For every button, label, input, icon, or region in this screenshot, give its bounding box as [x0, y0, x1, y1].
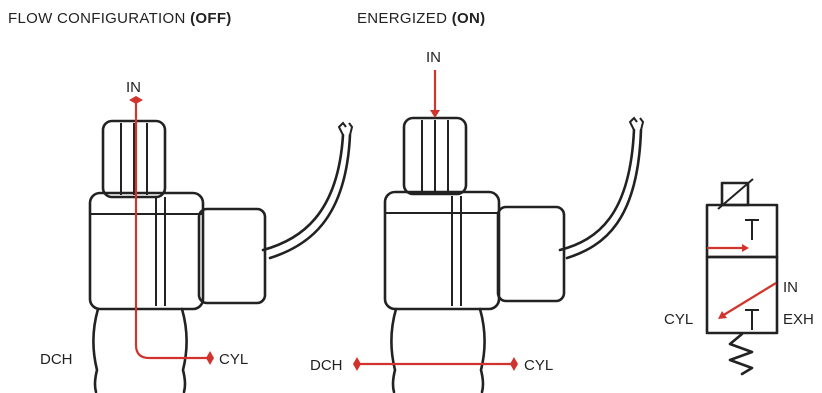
cyl-label-schematic: CYL	[664, 311, 693, 328]
port-on	[390, 307, 486, 393]
exh-label-schematic: EXH	[783, 311, 814, 328]
body-on	[383, 190, 501, 311]
title-off-prefix: FLOW CONFIGURATION	[8, 10, 186, 27]
in-arrowhead-on	[430, 110, 440, 118]
valve-schematic: IN CYL EXH	[664, 178, 814, 376]
valve-off: IN DCH CYL	[40, 79, 354, 393]
cyl-arrowhead-off	[206, 351, 214, 365]
body-off	[88, 191, 205, 311]
flow-path-off	[134, 102, 208, 360]
knob-off	[101, 119, 167, 199]
spring-symbol	[728, 332, 754, 376]
dch-label-on: DCH	[310, 357, 343, 374]
in-label-schematic: IN	[783, 279, 798, 296]
in-arrowhead-off	[129, 96, 143, 104]
cyl-arrowhead-on	[510, 357, 518, 371]
in-label-off: IN	[126, 79, 141, 96]
dch-label-off: DCH	[40, 351, 73, 368]
title-off-state: (OFF)	[190, 10, 232, 27]
position-box-bottom	[705, 255, 779, 335]
cable-tip-on	[628, 116, 645, 131]
flow-bottom-arrowhead	[718, 311, 727, 319]
connector-on	[496, 205, 566, 303]
cable-on	[558, 128, 643, 260]
title-on-prefix: ENERGIZED	[357, 10, 448, 27]
dch-arrowhead-on	[353, 357, 361, 371]
title-on: ENERGIZED (ON)	[357, 10, 485, 27]
connector-off	[197, 207, 267, 305]
cable-off	[261, 133, 352, 260]
cable-tip-off	[337, 121, 354, 136]
flow-top-arrowhead	[742, 244, 749, 252]
valve-on: IN DCH CYL	[310, 49, 645, 393]
cyl-label-off: CYL	[219, 351, 248, 368]
cyl-label-on: CYL	[524, 357, 553, 374]
flow-bottom-symbol	[721, 282, 777, 317]
in-label-on: IN	[426, 49, 441, 66]
port-off	[92, 307, 188, 393]
title-on-state: (ON)	[451, 10, 486, 27]
title-off: FLOW CONFIGURATION (OFF)	[8, 10, 232, 27]
